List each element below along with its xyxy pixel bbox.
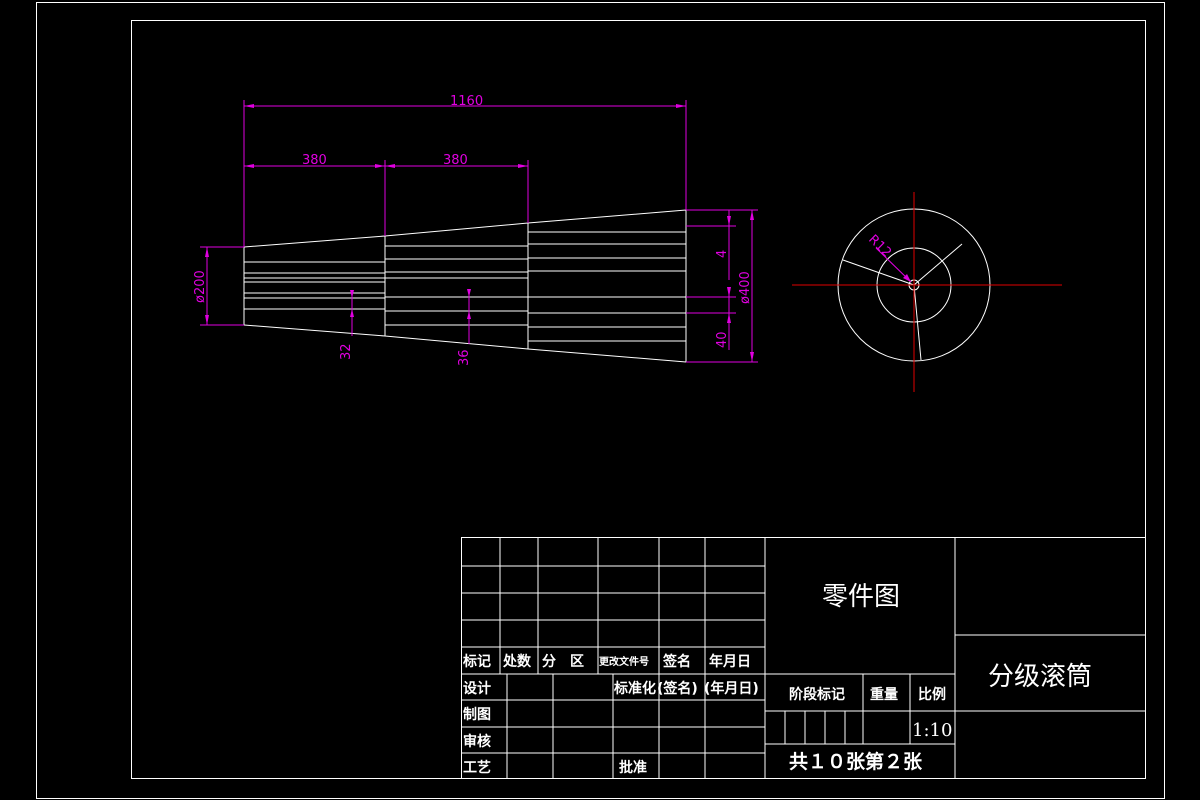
- dim-32: 32: [339, 343, 354, 360]
- bar-lines-section-2: [385, 245, 528, 326]
- spoke-left: [842, 259, 915, 286]
- dim-section-1-length: 380: [302, 153, 327, 168]
- sheet-info: 共１０张第２张: [789, 750, 923, 773]
- drum-outline-bottom: [243, 324, 687, 363]
- label-standardization: 标准化: [613, 680, 656, 697]
- dim-40: 40: [715, 331, 730, 348]
- outer-frame: [36, 2, 1165, 799]
- drum-front-view: [243, 209, 687, 363]
- label-scale: 比例: [918, 686, 946, 703]
- dim-total-length: 1160: [450, 94, 483, 109]
- drum-side-view: R12: [792, 192, 1062, 392]
- label-drafting: 制图: [463, 706, 491, 723]
- header-zone: 分 区: [542, 654, 584, 670]
- dim-36: 36: [457, 349, 472, 366]
- label-sign-paren: (签名): [657, 680, 698, 697]
- label-approve: 批准: [619, 759, 647, 776]
- header-signature: 签名: [662, 653, 691, 670]
- spoke-bottom: [913, 284, 922, 361]
- dim-section-2-length: 380: [443, 153, 468, 168]
- header-mark: 标记: [462, 653, 491, 670]
- label-review: 审核: [463, 733, 491, 750]
- part-name: 分级滚筒: [988, 662, 1092, 692]
- header-count: 处数: [502, 653, 532, 670]
- label-date-paren: (年月日): [704, 680, 759, 697]
- spoke-upper-right: [913, 243, 963, 286]
- title-block: [461, 537, 1146, 779]
- header-change-doc: 更改文件号: [599, 655, 649, 668]
- scale-value: 1:10: [912, 720, 952, 741]
- label-process: 工艺: [463, 759, 491, 776]
- bar-lines-section-3: [528, 231, 686, 342]
- label-design: 设计: [463, 680, 491, 697]
- dim-small-diameter: ø200: [193, 270, 208, 303]
- drawing-type: 零件图: [822, 582, 900, 612]
- label-weight: 重量: [870, 686, 898, 703]
- dim-4: 4: [715, 250, 730, 258]
- bar-lines-section-1: [244, 261, 385, 310]
- drum-outline-top: [243, 209, 687, 248]
- title-block-text: 标记 处数 分 区 更改文件号 签名 年月日 设计 标准化 (签名) (年月日)…: [462, 582, 1092, 776]
- radius-label: R12: [865, 232, 894, 261]
- header-date: 年月日: [709, 653, 751, 670]
- dimensions: 1160 380 380 ø200 ø400 4 4: [193, 94, 758, 366]
- label-stage-mark: 阶段标记: [789, 686, 845, 703]
- dim-large-diameter: ø400: [738, 271, 753, 304]
